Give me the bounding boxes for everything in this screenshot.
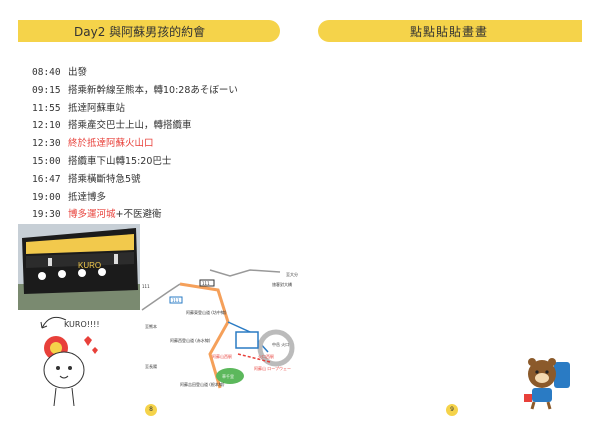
svg-text:阿蘇山西駅: 阿蘇山西駅 (212, 353, 232, 359)
schedule-list: 08:40 出發 09:15 搭乘新幹線至熊本，轉10:28あそぼーい 11:55 抵達阿… (32, 64, 292, 224)
schedule-row: 16:47 搭乘橫斷特急5號 (32, 171, 292, 189)
page-number-right: 9 (446, 404, 458, 416)
schedule-time: 16:47 (32, 173, 61, 185)
schedule-time: 19:30 (32, 209, 61, 221)
svg-text:旅客對大橋: 旅客對大橋 (272, 281, 292, 287)
schedule-time: 09:15 (32, 84, 61, 96)
schedule-row: 19:30 博多運河城+不医避衛 (32, 206, 292, 224)
schedule-row: 08:40 出發 (32, 64, 292, 82)
schedule-activity: 搭乘產交巴士上山，轉搭纜車 (68, 120, 192, 132)
schedule-activity: 搭乘新幹線至熊本，轉10:28あそぼーい (68, 84, 238, 96)
schedule-activity: 博多運河城 (68, 209, 116, 221)
schedule-row: 19:00 抵達博多 (32, 189, 292, 207)
right-header-banner: 點點貼貼畫畫 (318, 20, 582, 42)
svg-text:阿蘇西登山道 (赤水線): 阿蘇西登山道 (赤水線) (170, 337, 211, 343)
schedule-row: 15:00 搭纜車下山轉15:20巴士 (32, 153, 292, 171)
svg-text:111: 111 (142, 284, 150, 289)
schedule-row: 12:30 終於抵達阿蘇火山口 (32, 135, 292, 153)
svg-text:中岳 火口: 中岳 火口 (272, 341, 289, 347)
schedule-row: 12:10 搭乘產交巴士上山，轉搭纜車 (32, 117, 292, 135)
svg-text:火口西駅: 火口西駅 (258, 354, 274, 359)
svg-text:至長陽: 至長陽 (145, 363, 157, 369)
schedule-time: 08:40 (32, 67, 61, 78)
svg-text:阿蘇山 ロープウェー: 阿蘇山 ロープウェー (254, 365, 291, 371)
schedule-row: 09:15 搭乘新幹線至熊本，轉10:28あそぼーい (32, 82, 292, 100)
girl-illustration (43, 336, 98, 407)
schedule-row: 11:55 抵達阿蘇車站 (32, 100, 292, 118)
svg-text:至熊本: 至熊本 (145, 323, 157, 329)
schedule-activity: 抵達阿蘇車站 (68, 102, 126, 114)
page-number-left: 8 (145, 404, 157, 416)
svg-text:草千里: 草千里 (222, 373, 234, 379)
svg-text:至大分: 至大分 (286, 271, 298, 277)
schedule-time: 19:00 (32, 191, 61, 203)
arrow-icon (40, 316, 67, 329)
bear-illustration (524, 358, 570, 410)
schedule-activity: 搭乘橫斷特急5號 (68, 173, 141, 185)
schedule-activity: 出發 (68, 67, 88, 78)
right-page-title: 點點貼貼畫畫 (410, 25, 489, 39)
schedule-activity: 抵達博多 (68, 191, 107, 203)
schedule-activity: 終於抵達阿蘇火山口 (68, 138, 154, 150)
svg-text:阿蘇吉田登山道 (根本線): 阿蘇吉田登山道 (根本線) (180, 381, 225, 387)
train-photo: KURO (18, 224, 140, 310)
schedule-activity: +不医避衛 (115, 209, 162, 221)
kuro-caption: KURO!!!! (64, 320, 100, 329)
left-header-banner: Day2 與阿蘇男孩的約會 (18, 20, 280, 42)
train-logo: KURO (78, 261, 101, 270)
schedule-time: 15:00 (32, 155, 61, 167)
schedule-time: 12:30 (32, 138, 61, 150)
route-map: 111 111 至熊本 至長陽 111 至大分 旅客對大橋 阿蘇東登山道 (坊中… (141, 269, 298, 389)
svg-text:阿蘇東登山道 (坊中線): 阿蘇東登山道 (坊中線) (186, 309, 227, 315)
left-page-title: Day2 與阿蘇男孩的約會 (74, 25, 206, 39)
svg-text:111: 111 (172, 298, 180, 303)
svg-text:111: 111 (202, 281, 210, 286)
schedule-time: 11:55 (32, 102, 61, 114)
schedule-time: 12:10 (32, 120, 61, 132)
schedule-activity: 搭纜車下山轉15:20巴士 (68, 155, 172, 167)
